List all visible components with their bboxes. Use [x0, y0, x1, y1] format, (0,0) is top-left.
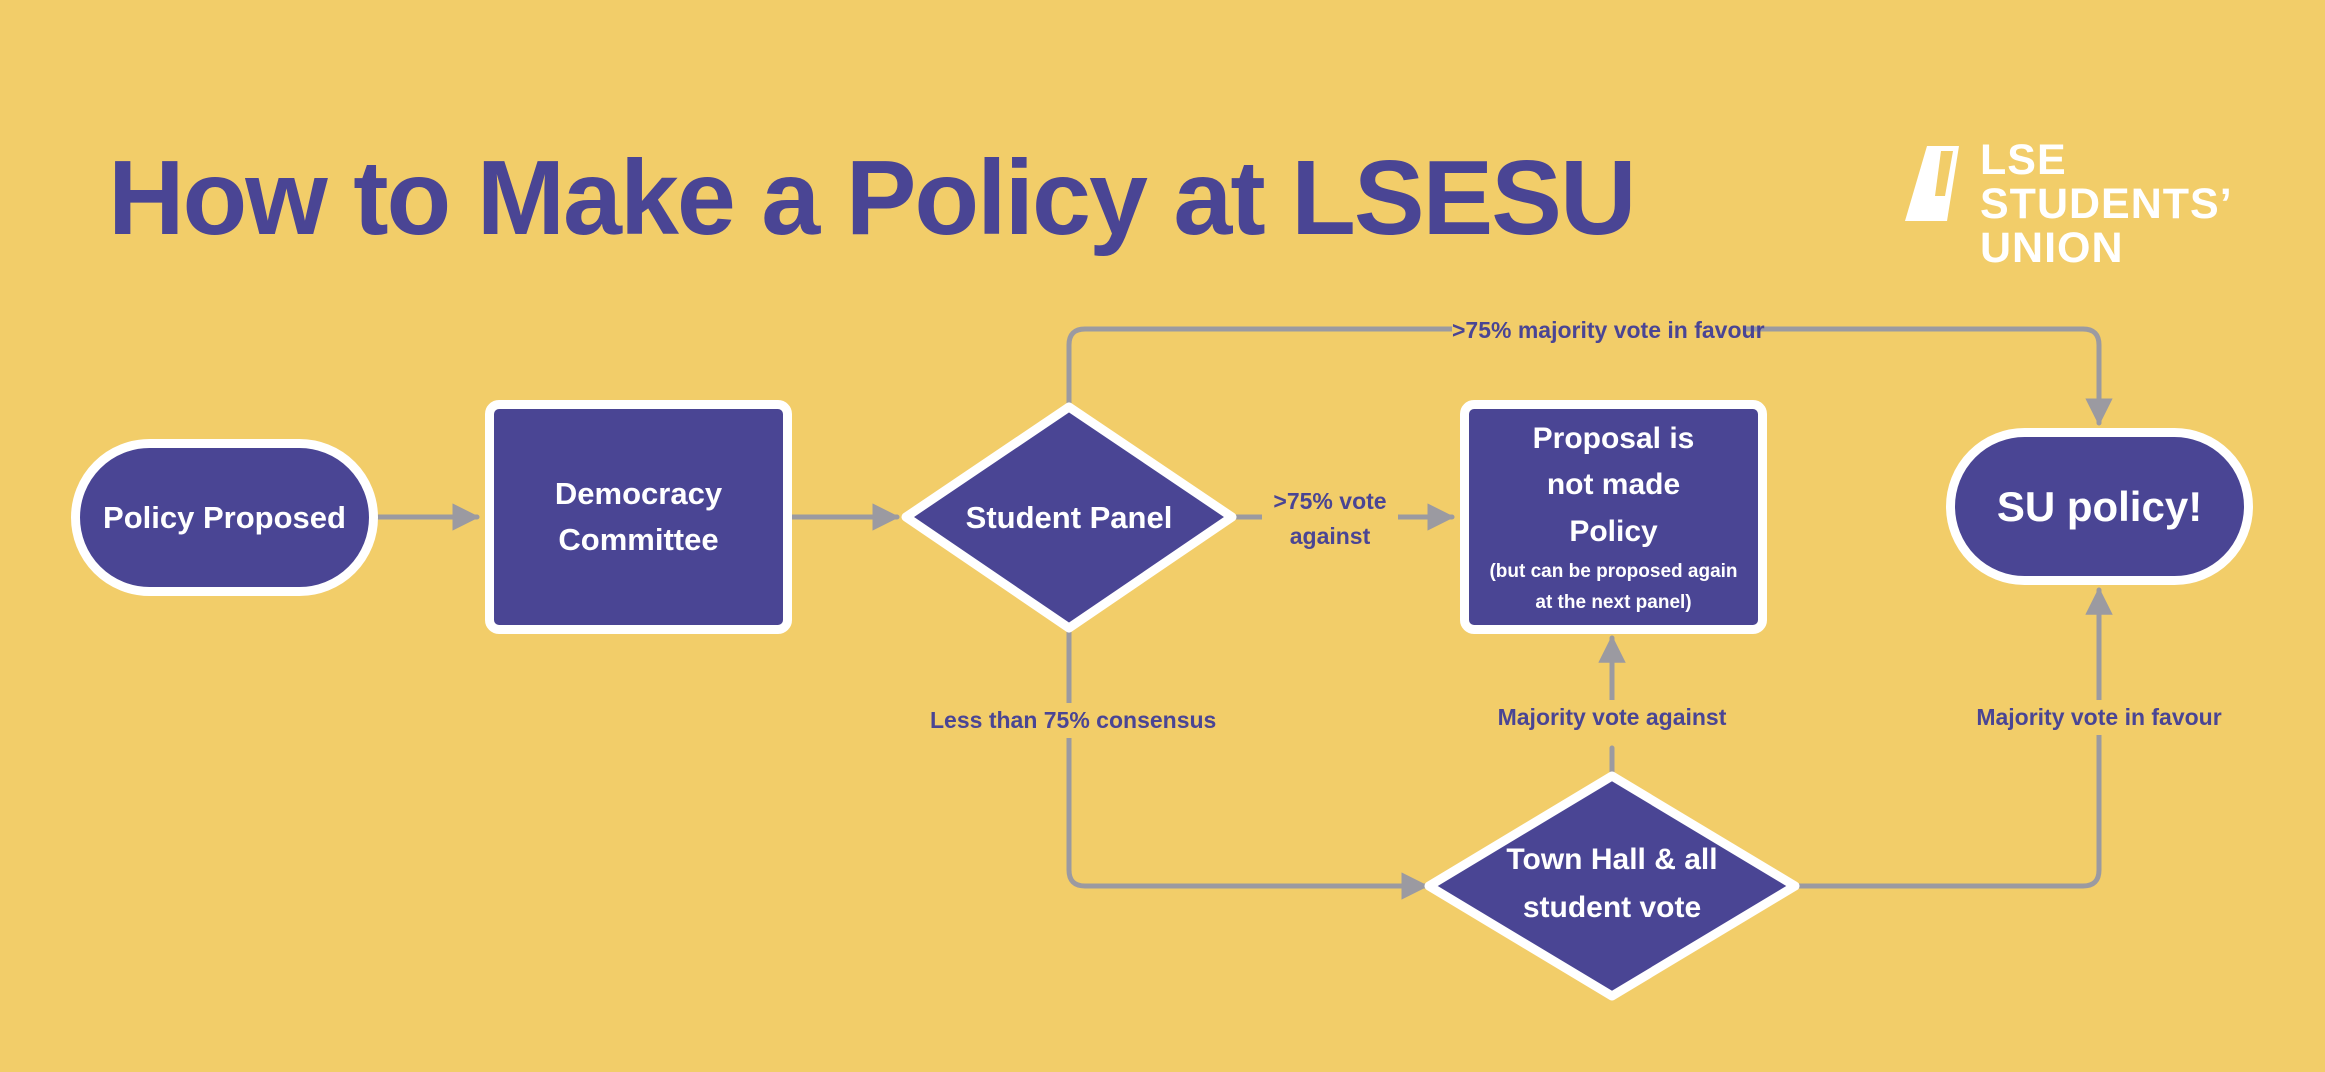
logo-mark-icon: [1905, 146, 1959, 221]
edge-label-townhall-to-not: Majority vote against: [1483, 700, 1741, 735]
edge-label-panel-to-not: >75% vote against: [1262, 484, 1398, 553]
townhall-diamond: [1424, 771, 1800, 1001]
logo-line-3: UNION: [1980, 224, 2124, 272]
node-policy-proposed: Policy Proposed: [71, 439, 378, 596]
page-title: How to Make a Policy at LSESU: [108, 139, 1637, 257]
node-not-policy-note: (but can be proposed again at the next p…: [1489, 561, 1738, 613]
edge-label-panel-to-townhall: Less than 75% consensus: [930, 703, 1216, 738]
node-policy-proposed-label: Policy Proposed: [103, 499, 346, 535]
connector-panel-to-townhall: [1066, 625, 1426, 886]
node-su-policy: SU policy!: [1946, 428, 2253, 585]
node-democracy-committee: Democracy Committee: [485, 400, 792, 634]
student-panel-diamond: [901, 402, 1237, 633]
node-democracy-committee-label: Democracy Committee: [554, 475, 723, 558]
logo-wordmark: LSE STUDENTS’ UNION: [1980, 138, 2233, 270]
connector-panel-to-su-policy: [1066, 326, 2099, 423]
node-not-policy: Proposal is not made Policy (but can be …: [1460, 400, 1767, 634]
logo-line-1: LSE: [1980, 136, 2067, 184]
lse-su-logo: LSE STUDENTS’ UNION: [1905, 138, 2235, 278]
node-not-policy-label: Proposal is not made Policy: [1532, 421, 1695, 548]
edge-label-townhall-to-su: Majority vote in favour: [1970, 700, 2228, 735]
connector-townhall-to-su-policy: [1795, 590, 2099, 889]
node-su-policy-label: SU policy!: [1996, 482, 2203, 530]
logo-line-2: STUDENTS’: [1980, 180, 2233, 228]
edge-label-panel-to-su: >75% majority vote in favour: [1452, 313, 1765, 348]
node-townhall-label: Town Hall & all student vote: [1506, 843, 1718, 924]
node-student-panel-label: Student Panel: [965, 500, 1173, 535]
